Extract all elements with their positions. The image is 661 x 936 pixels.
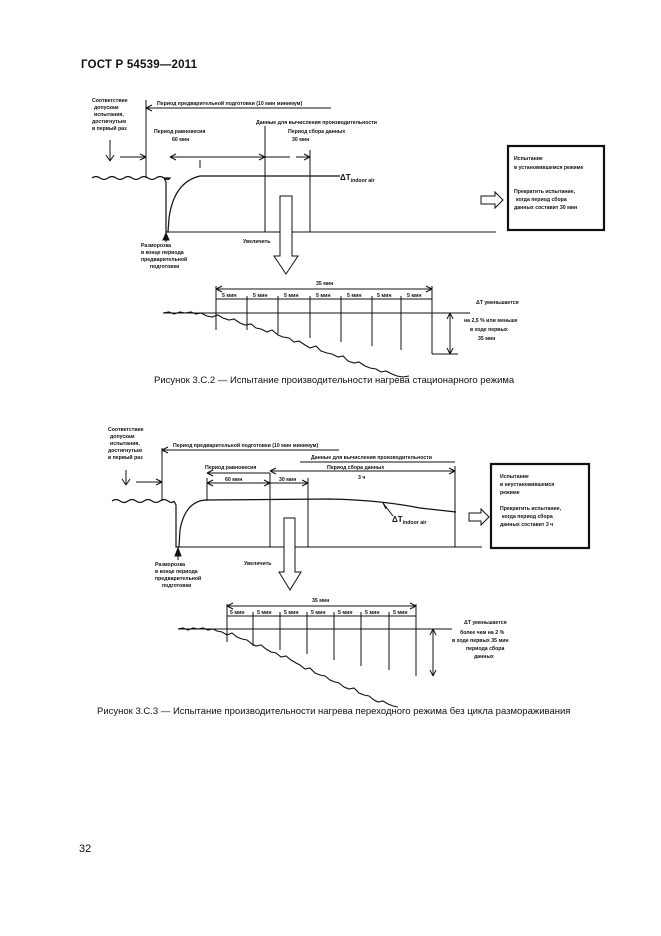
delta-note-line: на 2,5 % или меньше	[464, 318, 518, 324]
result-box-line: Испытание	[500, 474, 529, 480]
conditions-label-line: допускам	[94, 105, 119, 111]
preliminary-period-label: Период предварительной подготовки (10 ми…	[157, 100, 303, 107]
conditions-label-line: достигнутым	[108, 448, 142, 454]
zoom-interval-label: 5 мин	[347, 293, 362, 299]
conditions-label-line: испытания,	[94, 112, 124, 118]
delta-note-line: ΔT уменьшается	[476, 300, 519, 306]
result-box-line: когда период сбора	[502, 513, 553, 520]
conditions-label-line: допускам	[110, 434, 135, 440]
equilibrium-period-label: Период равновесия	[154, 129, 205, 135]
zoom-interval-label: 5 мин	[222, 293, 237, 299]
defrost-label-line: предварительной	[155, 575, 201, 582]
conditions-label-line: в первый раз	[92, 125, 127, 132]
figure-3c2-caption: Рисунок 3.С.2 — Испытание производительн…	[154, 375, 515, 386]
result-box-line: данных составит 3 ч	[500, 522, 553, 528]
result-box-line: данных составит 30 мин	[514, 205, 577, 211]
delta-note-line: более чем на 2 %	[460, 629, 505, 636]
zoom-total-label: 35 мин	[312, 598, 329, 604]
equilibrium-time-label: 60 мин	[225, 477, 242, 483]
delta-note-line: в ходе первых 35 мин	[452, 638, 509, 644]
defrost-label-line: в конце периода	[141, 250, 184, 256]
result-box-line: режиме	[500, 490, 520, 496]
result-box-line: Прекратить испытание,	[500, 506, 562, 512]
conditions-label-line: в первый раз	[108, 454, 143, 461]
delta-note-line: ΔT уменьшается	[464, 620, 507, 626]
zoom-interval-label: 5 мин	[230, 610, 245, 616]
equilibrium-period-label: Период равновесия	[205, 465, 256, 471]
zoom-label: Увеличить	[244, 561, 271, 567]
delta-t-label: ΔTindoor air	[392, 515, 427, 526]
zoom-interval-label: 5 мин	[284, 610, 299, 616]
equilibrium-time-label: 60 мин	[172, 137, 189, 143]
delta-note-line: в ходе первых	[470, 327, 508, 333]
zoom-interval-label: 5 мин	[338, 610, 353, 616]
delta-note-line: данных	[474, 654, 494, 660]
pre-interval-label: 30 мин	[279, 477, 296, 483]
data-collect-time-label: 3 ч	[358, 475, 365, 481]
zoom-total-label: 35 мин	[316, 281, 333, 287]
conditions-label-line: Соответствие	[108, 427, 144, 433]
defrost-label-line: подготовки	[162, 583, 191, 589]
document-header: ГОСТ Р 54539—2011	[81, 59, 198, 71]
figure-3c2-diagram: Соответствие допускам испытания, достигн…	[91, 98, 606, 378]
preliminary-period-label: Период предварительной подготовки (10 ми…	[173, 442, 319, 449]
defrost-label-line: Разморозка	[155, 562, 185, 568]
zoom-interval-label: 5 мин	[316, 293, 331, 299]
zoom-interval-label: 5 мин	[311, 610, 326, 616]
zoom-interval-label: 5 мин	[393, 610, 408, 616]
zoom-interval-label: 5 мин	[407, 293, 422, 299]
zoom-interval-label: 5 мин	[377, 293, 392, 299]
page-number: 32	[79, 843, 92, 855]
zoom-label: Увеличить	[243, 239, 270, 245]
zoom-interval-label: 5 мин	[257, 610, 272, 616]
figure-3c3-caption: Рисунок 3.С.3 — Испытание производительн…	[97, 706, 571, 717]
result-box-line: в неустановившемся	[500, 482, 554, 488]
data-collect-label: Период сбора данных	[327, 464, 384, 471]
zoom-interval-label: 5 мин	[253, 293, 268, 299]
conditions-label-line: Соответствие	[92, 98, 128, 104]
data-collect-time-label: 30 мин	[292, 137, 309, 143]
figure-3c3-diagram: Соответствие допускам испытания, достигн…	[108, 427, 591, 708]
data-collect-label: Период сбора данных	[288, 128, 345, 135]
result-box-line: в установившемся режиме	[514, 165, 584, 171]
delta-note-line: 35 мин	[478, 336, 495, 342]
conditions-label-line: достигнутым	[92, 119, 126, 125]
data-calc-label: Данные для вычисления производительности	[256, 120, 377, 126]
defrost-label-line: предварительной	[141, 256, 187, 263]
delta-note-line: периода сбора	[466, 645, 504, 652]
defrost-label-line: в конце периода	[155, 569, 198, 575]
conditions-label-line: испытания,	[110, 441, 140, 447]
defrost-label-line: подготовки	[150, 264, 179, 270]
data-calc-label: Данные для вычисления производительности	[311, 455, 432, 461]
result-box-line: Прекратить испытание,	[514, 189, 576, 195]
zoom-interval-label: 5 мин	[365, 610, 380, 616]
result-box-line: когда период сбора	[516, 196, 567, 203]
delta-t-label: ΔTindoor air	[340, 173, 375, 184]
result-box-line: Испытание	[514, 156, 543, 162]
defrost-label-line: Разморозка	[141, 243, 171, 249]
zoom-interval-label: 5 мин	[284, 293, 299, 299]
